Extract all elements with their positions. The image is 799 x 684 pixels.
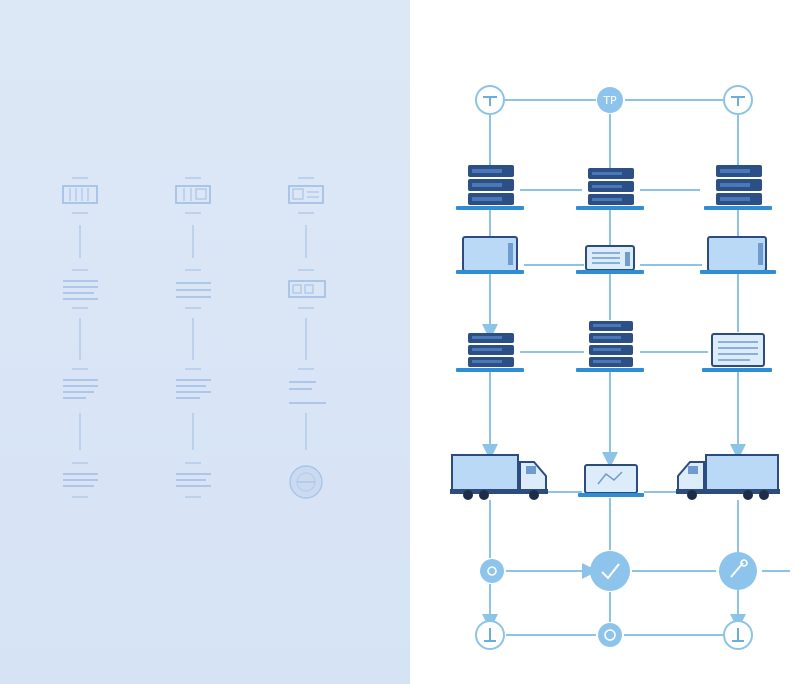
ghost-list-icon [176,269,211,309]
server-rack-icon[interactable] [576,168,644,210]
gear-icon [487,566,497,576]
tp-icon: TP [602,94,617,107]
tee-icon [731,96,745,106]
ghost-diagram [62,177,326,499]
ghost-connectors [79,225,307,450]
server-rack-icon[interactable] [704,165,772,210]
server-rack-icon[interactable] [456,333,524,372]
check-icon [601,563,620,580]
ghost-panel-icon [288,269,326,309]
hub-left[interactable] [480,559,504,583]
bottom-node-right[interactable] [723,620,753,650]
wrench-icon [730,559,748,578]
tee-icon [483,96,497,106]
ghost-list-icon [63,269,98,309]
top-node-left[interactable] [475,85,505,115]
network-diagram: TP [450,85,790,650]
document-panel-icon[interactable] [702,333,772,372]
ghost-server-icon [62,177,98,214]
truck-icon[interactable] [676,454,780,500]
network-diagram-panel: TP [410,0,799,684]
ghost-server-icon [175,177,211,214]
ghost-list-icon [176,462,211,498]
server-rack-icon[interactable] [576,321,644,372]
top-node-right[interactable] [723,85,753,115]
faded-ghost-panel [0,0,410,684]
ghost-list-icon [63,462,98,498]
monitor-icon[interactable] [700,236,776,274]
truck-icon[interactable] [450,454,548,500]
ghost-server-icon [288,177,324,214]
monitor-icon[interactable] [456,236,524,274]
server-rack-icon[interactable] [456,165,524,210]
ghost-list-icon [63,368,98,399]
hub-mid[interactable] [590,551,630,591]
connector-lines [482,99,790,636]
monitor-icon[interactable] [576,245,644,274]
refresh-icon [604,629,616,641]
ghost-list-icon [289,368,326,404]
bottom-node-mid[interactable] [598,623,622,647]
arrow-down-icon [732,628,744,642]
hub-right[interactable] [719,552,757,590]
top-node-mid[interactable]: TP [597,87,623,113]
bottom-node-left[interactable] [475,620,505,650]
arrow-down-icon [484,628,496,642]
laptop-icon[interactable] [578,464,644,497]
ghost-list-icon [176,368,211,399]
ghost-globe-icon [289,465,323,499]
